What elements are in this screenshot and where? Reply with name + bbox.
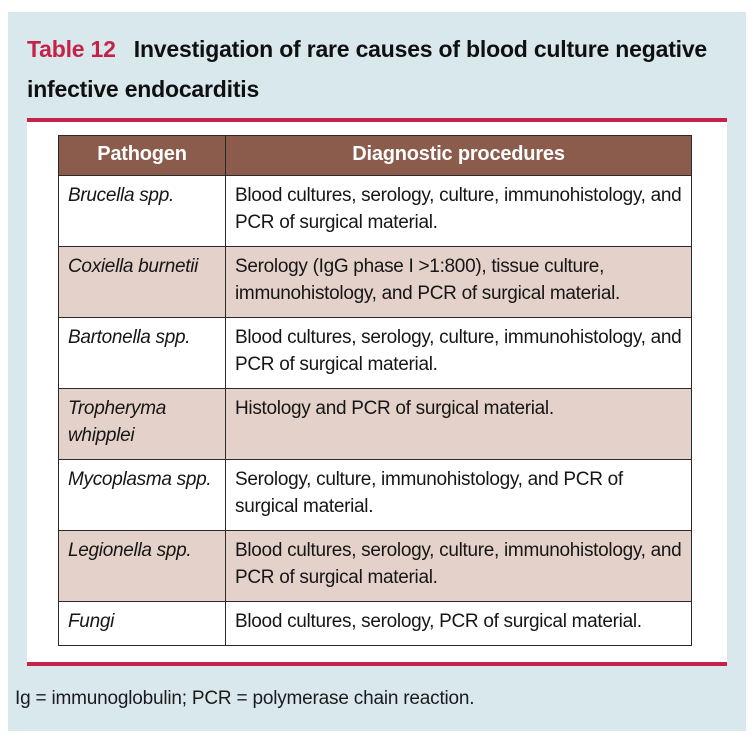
procedures-column-header: Diagnostic procedures xyxy=(225,135,692,176)
pathogen-column-header: Pathogen xyxy=(58,135,226,176)
pathogen-cell: Coxiella burnetii xyxy=(58,246,226,318)
pathogen-cell: Fungi xyxy=(58,601,226,646)
procedures-cell: Blood cultures, serology, culture, immun… xyxy=(225,175,692,247)
procedures-cell: Blood cultures, serology, culture, immun… xyxy=(225,317,692,389)
pathogen-cell: Brucella spp. xyxy=(58,175,226,247)
table-row: Mycoplasma spp.Serology, culture, immuno… xyxy=(58,459,692,531)
table-body: Brucella spp.Blood cultures, serology, c… xyxy=(58,175,692,646)
header-row: Pathogen Diagnostic procedures xyxy=(58,135,692,176)
procedures-cell: Serology, culture, immunohistology, and … xyxy=(225,459,692,531)
procedures-cell: Blood cultures, serology, culture, immun… xyxy=(225,530,692,602)
table-row: Brucella spp.Blood cultures, serology, c… xyxy=(58,175,692,247)
table-area: Pathogen Diagnostic procedures Brucella … xyxy=(27,122,727,662)
top-divider xyxy=(27,118,727,122)
table-number: Table 12 xyxy=(27,36,116,62)
procedures-cell: Blood cultures, serology, PCR of surgica… xyxy=(225,601,692,646)
pathogen-cell: Tropheryma whipplei xyxy=(58,388,226,460)
table-row: Bartonella spp.Blood cultures, serology,… xyxy=(58,317,692,389)
table-row: Legionella spp.Blood cultures, serology,… xyxy=(58,530,692,602)
footnote: Ig = immunoglobulin; PCR = polymerase ch… xyxy=(15,688,475,709)
pathogen-cell: Bartonella spp. xyxy=(58,317,226,389)
pathogen-table: Pathogen Diagnostic procedures Brucella … xyxy=(58,135,692,646)
procedures-cell: Histology and PCR of surgical material. xyxy=(225,388,692,460)
procedures-cell: Serology (IgG phase I >1:800), tissue cu… xyxy=(225,246,692,318)
pathogen-cell: Mycoplasma spp. xyxy=(58,459,226,531)
table-title-text: Investigation of rare causes of blood cu… xyxy=(27,36,708,102)
bottom-divider xyxy=(27,662,727,666)
pathogen-cell: Legionella spp. xyxy=(58,530,226,602)
